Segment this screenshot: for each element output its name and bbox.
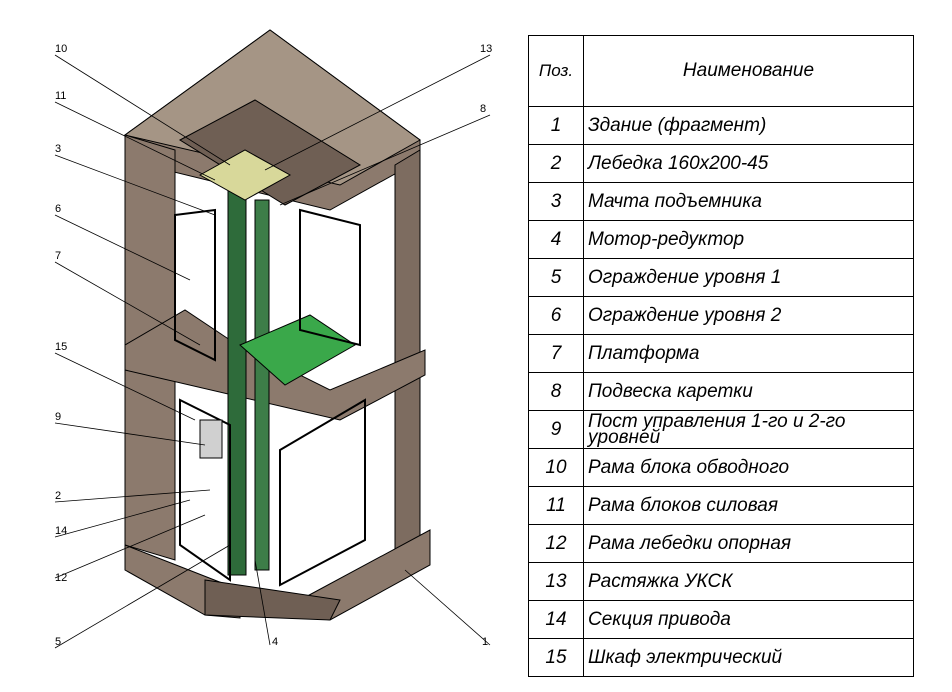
row-name: Подвеска каретки: [583, 372, 914, 411]
row-pos: 8: [528, 372, 584, 411]
row-name: Пост управления 1-го и 2-го уровней: [583, 410, 914, 449]
row-name: Ограждение уровня 1: [583, 258, 914, 297]
callout-11: 11: [55, 90, 66, 102]
building-base-front: [204, 579, 341, 621]
lift-mast-inner: [254, 199, 270, 571]
row-pos: 2: [528, 144, 584, 183]
row-pos: 3: [528, 182, 584, 221]
row-pos: 15: [528, 638, 584, 677]
callout-5: 5: [55, 636, 61, 648]
row-name: Здание (фрагмент): [583, 106, 914, 145]
top-frame: [198, 149, 292, 201]
row-pos: 12: [528, 524, 584, 563]
lower-fence-right: [279, 398, 366, 587]
row-name: Мачта подъемника: [583, 182, 914, 221]
row-pos: 9: [528, 410, 584, 449]
building-right-column: [394, 149, 421, 556]
callout-7: 7: [55, 250, 61, 262]
callout-13: 13: [480, 43, 492, 55]
callout-15: 15: [55, 341, 67, 353]
row-name: Мотор-редуктор: [583, 220, 914, 259]
row-pos: 10: [528, 448, 584, 487]
table-header-row: Поз. Наименование: [528, 35, 914, 107]
row-name: Рама лебедки опорная: [583, 524, 914, 563]
upper-fence-right: [299, 208, 361, 347]
row-pos: 6: [528, 296, 584, 335]
row-pos: 1: [528, 106, 584, 145]
row-pos: 7: [528, 334, 584, 373]
row-pos: 11: [528, 486, 584, 525]
callout-12: 12: [55, 572, 67, 584]
row-name: Лебедка 160х200-45: [583, 144, 914, 183]
callout-2: 2: [55, 490, 61, 502]
control-post: [199, 419, 223, 459]
upper-fence: [174, 208, 216, 362]
row-pos: 14: [528, 600, 584, 639]
callout-9: 9: [55, 411, 61, 423]
lift-isometric-drawing: 10 11 3 6 7 15 9 2 14 12 5 4 1 13 8: [54, 29, 492, 649]
callout-8: 8: [480, 103, 486, 115]
row-name: Рама блоков силовая: [583, 486, 914, 525]
row-name: Платформа: [583, 334, 914, 373]
lower-fence: [179, 398, 231, 582]
row-pos: 5: [528, 258, 584, 297]
callout-14: 14: [55, 525, 67, 537]
row-name: Шкаф электрический: [583, 638, 914, 677]
row-name: Растяжка УКСК: [583, 562, 914, 601]
callout-4: 4: [272, 636, 278, 648]
callout-1: 1: [482, 636, 488, 648]
row-pos: 4: [528, 220, 584, 259]
row-name: Ограждение уровня 2: [583, 296, 914, 335]
upper-platform: [239, 314, 356, 386]
header-pos: Поз.: [528, 35, 584, 107]
row-name: Рама блока обводного: [583, 448, 914, 487]
row-name: Секция привода: [583, 600, 914, 639]
callout-3: 3: [55, 143, 61, 155]
row-pos: 13: [528, 562, 584, 601]
callout-6: 6: [55, 203, 61, 215]
callout-10: 10: [55, 43, 67, 55]
header-name: Наименование: [583, 35, 914, 107]
